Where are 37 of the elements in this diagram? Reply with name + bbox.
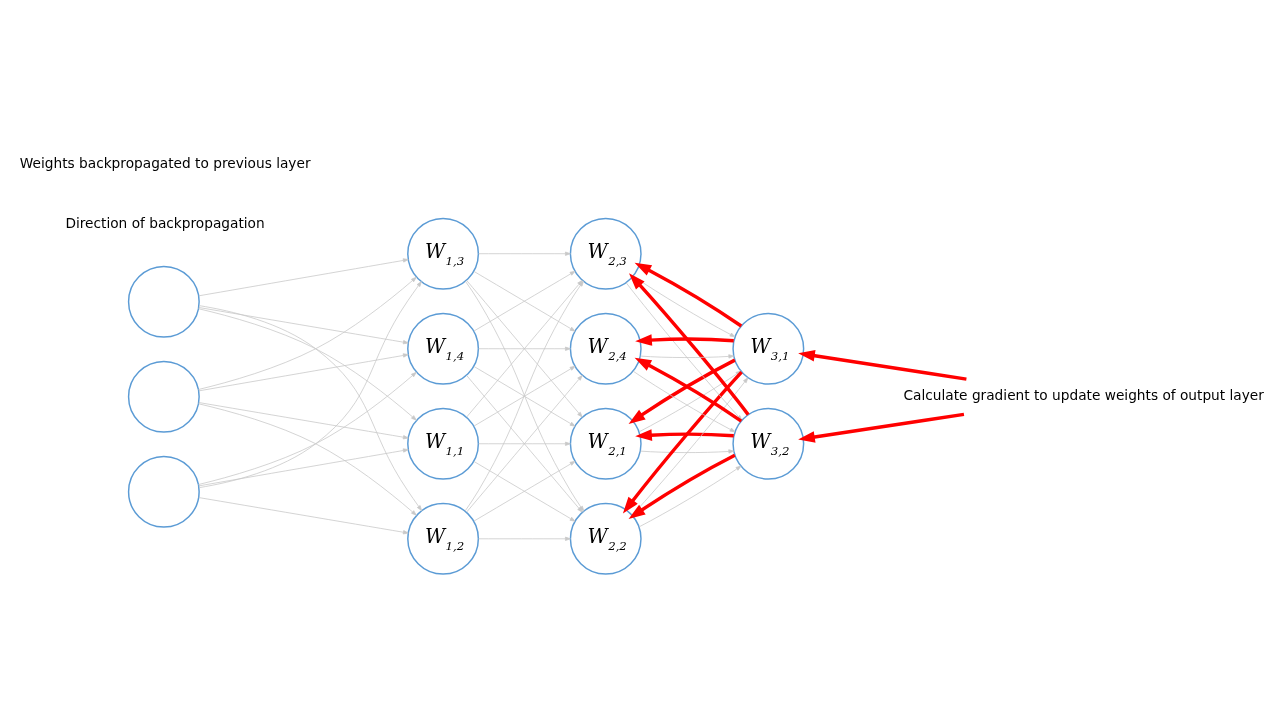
arrow	[198, 276, 417, 390]
arrow	[198, 280, 422, 488]
arrow	[466, 374, 583, 512]
arrow	[198, 307, 417, 421]
node-circle	[127, 360, 200, 433]
arrow	[628, 453, 736, 519]
node-circle	[127, 265, 200, 338]
arrow	[198, 496, 409, 534]
arrow	[638, 465, 742, 527]
arrow	[478, 536, 571, 541]
arrow	[198, 447, 409, 486]
arrow	[798, 412, 965, 443]
node-circle: W$_{1,4}$	[407, 312, 480, 385]
arrow	[198, 401, 409, 439]
node-circle: W$_{1,1}$	[407, 407, 480, 480]
node-circle	[127, 455, 200, 528]
arrow	[640, 353, 735, 358]
arrow	[198, 352, 409, 391]
arrow	[635, 333, 734, 346]
arrow	[198, 257, 409, 296]
arrow	[478, 346, 571, 351]
arrow	[634, 262, 743, 327]
arrow	[635, 428, 734, 441]
arrow	[629, 272, 750, 416]
arrow	[478, 441, 571, 446]
arrow	[798, 349, 967, 381]
arrow	[198, 371, 417, 485]
arrow	[198, 306, 409, 344]
arrow	[473, 460, 576, 522]
arrow	[198, 402, 417, 516]
label: Direction of backpropagation	[65, 214, 265, 231]
label: Weights backpropagated to previous layer	[19, 154, 311, 171]
arrow	[198, 304, 422, 511]
arrow	[478, 251, 571, 256]
node-text: Calculate gradient to update weights of output layer	[903, 386, 1264, 403]
arrow	[628, 358, 736, 424]
arrow	[640, 448, 735, 454]
